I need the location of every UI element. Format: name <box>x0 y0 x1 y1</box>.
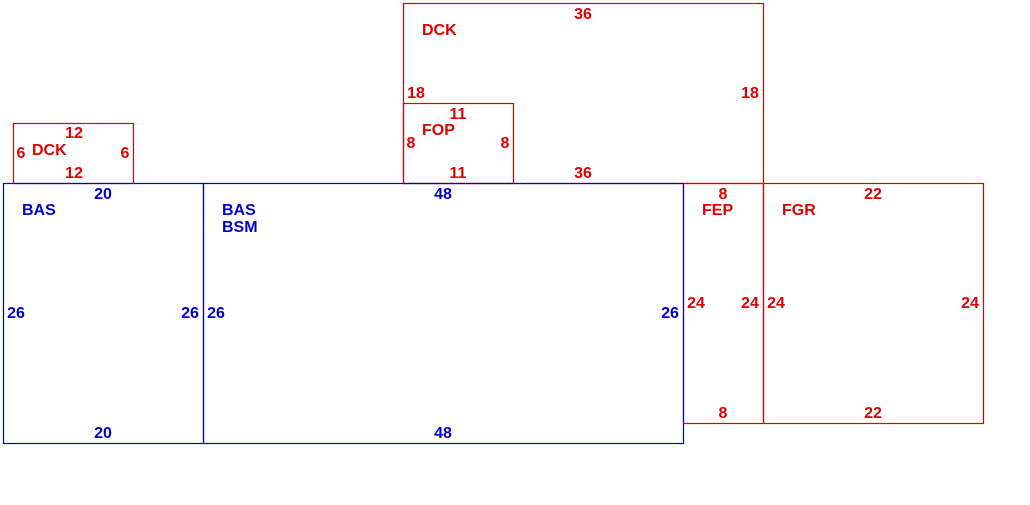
area-fop-dim-bottom: 11 <box>450 165 467 182</box>
area-bas-left-dim-left: 26 <box>7 305 25 322</box>
area-fep-dim-bottom: 8 <box>719 405 728 422</box>
area-fop-label: FOP <box>422 122 455 139</box>
area-fep: FEP 8 8 24 24 <box>682 182 765 425</box>
area-fep-dim-right: 24 <box>741 295 759 312</box>
area-dck-small: DCK 12 12 6 6 <box>12 122 135 185</box>
area-bas-left-dim-bottom: 20 <box>94 425 112 442</box>
area-bas-left: BAS 20 20 26 26 <box>2 182 205 445</box>
area-dck-small-dim-top: 12 <box>65 125 83 142</box>
area-dck-large-label: DCK <box>422 22 457 39</box>
area-fgr-label: FGR <box>782 202 816 219</box>
area-dck-large-dim-left: 18 <box>407 85 425 102</box>
area-bas-left-outline <box>2 182 205 445</box>
area-bas-left-dim-right: 26 <box>181 305 199 322</box>
area-dck-large: DCK 36 36 18 18 <box>402 2 765 185</box>
area-fop-dim-left: 8 <box>407 135 416 152</box>
area-bas-bsm-dim-left: 26 <box>207 305 225 322</box>
area-bas-bsm-label-bsm: BSM <box>222 219 258 236</box>
area-dck-small-label: DCK <box>32 142 67 159</box>
area-dck-large-dim-right: 18 <box>741 85 759 102</box>
area-bas-bsm-dim-top: 48 <box>434 186 452 203</box>
area-bas-bsm-outline <box>202 182 685 445</box>
area-bas-left-label: BAS <box>22 202 56 219</box>
area-fgr-outline <box>762 182 985 425</box>
area-fop: FOP 11 11 8 8 <box>402 102 515 185</box>
area-dck-small-dim-right: 6 <box>121 145 130 162</box>
area-bas-left-dim-top: 20 <box>94 186 112 203</box>
area-dck-large-outline <box>402 2 765 185</box>
area-fop-dim-right: 8 <box>501 135 510 152</box>
area-dck-small-dim-left: 6 <box>17 145 26 162</box>
area-fgr-dim-right: 24 <box>961 295 979 312</box>
area-fgr: FGR 22 22 24 24 <box>762 182 985 425</box>
area-dck-small-dim-bottom: 12 <box>65 165 83 182</box>
area-bas-bsm: BAS BSM 48 48 26 26 <box>202 182 685 445</box>
area-fgr-dim-bottom: 22 <box>864 405 882 422</box>
area-fep-dim-left: 24 <box>687 295 705 312</box>
area-bas-bsm-dim-bottom: 48 <box>434 425 452 442</box>
area-fgr-dim-left: 24 <box>767 295 785 312</box>
area-dck-large-dim-top: 36 <box>574 6 592 23</box>
area-bas-bsm-label-bas: BAS <box>222 202 256 219</box>
area-fgr-dim-top: 22 <box>864 186 882 203</box>
area-bas-bsm-dim-right: 26 <box>661 305 679 322</box>
area-fep-dim-top: 8 <box>719 186 728 203</box>
area-fop-dim-top: 11 <box>450 106 467 123</box>
area-fep-label: FEP <box>702 202 733 219</box>
area-dck-large-dim-bottom: 36 <box>574 165 592 182</box>
